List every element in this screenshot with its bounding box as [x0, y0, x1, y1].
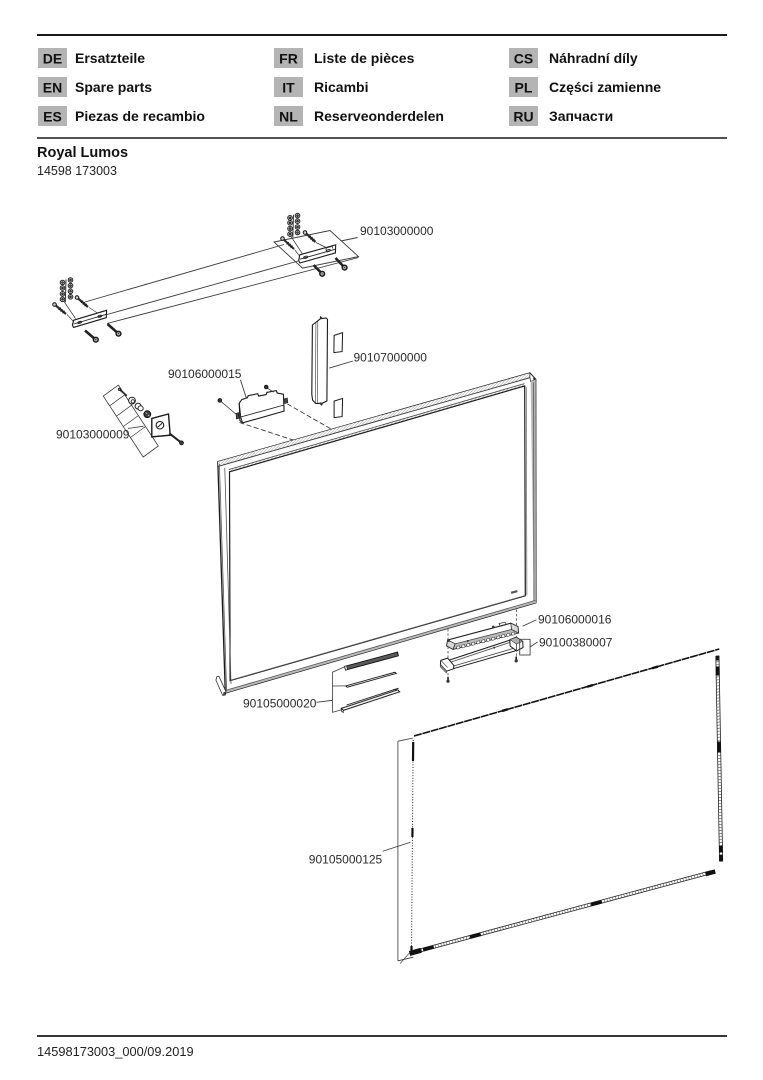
svg-text:90103000009: 90103000009: [56, 428, 130, 442]
svg-text:ES: ES: [43, 109, 62, 125]
svg-text:90100380007: 90100380007: [539, 636, 613, 650]
svg-text:90107000000: 90107000000: [354, 351, 428, 365]
svg-text:Spare parts: Spare parts: [75, 79, 152, 95]
svg-text:EN: EN: [43, 80, 62, 96]
svg-text:PL: PL: [515, 80, 533, 96]
svg-text:FR: FR: [279, 51, 298, 67]
svg-text:Ricambi: Ricambi: [314, 79, 368, 95]
svg-text:90105000125: 90105000125: [309, 853, 383, 867]
svg-text:90103000000: 90103000000: [360, 224, 434, 238]
svg-text:90106000016: 90106000016: [538, 613, 612, 627]
svg-text:14598173003_000/09.2019: 14598173003_000/09.2019: [37, 1044, 194, 1059]
svg-text:RU: RU: [513, 109, 533, 125]
svg-text:NL: NL: [279, 109, 298, 125]
svg-text:IT: IT: [282, 80, 295, 96]
svg-text:Reserveonderdelen: Reserveonderdelen: [314, 108, 444, 124]
svg-text:Ersatzteile: Ersatzteile: [75, 50, 145, 66]
svg-text:Liste de pièces: Liste de pièces: [314, 50, 415, 66]
svg-text:90105000020: 90105000020: [243, 697, 317, 711]
svg-text:90106000015: 90106000015: [168, 367, 242, 381]
svg-text:CS: CS: [514, 51, 533, 67]
svg-text:DE: DE: [43, 51, 62, 67]
svg-text:Запчасти: Запчасти: [549, 108, 613, 124]
svg-text:Náhradní díly: Náhradní díly: [549, 50, 638, 66]
svg-text:14598 173003: 14598 173003: [37, 164, 117, 178]
svg-text:Piezas de recambio: Piezas de recambio: [75, 108, 205, 124]
svg-text:Części zamienne: Części zamienne: [549, 79, 661, 95]
svg-text:Royal Lumos: Royal Lumos: [37, 145, 128, 161]
